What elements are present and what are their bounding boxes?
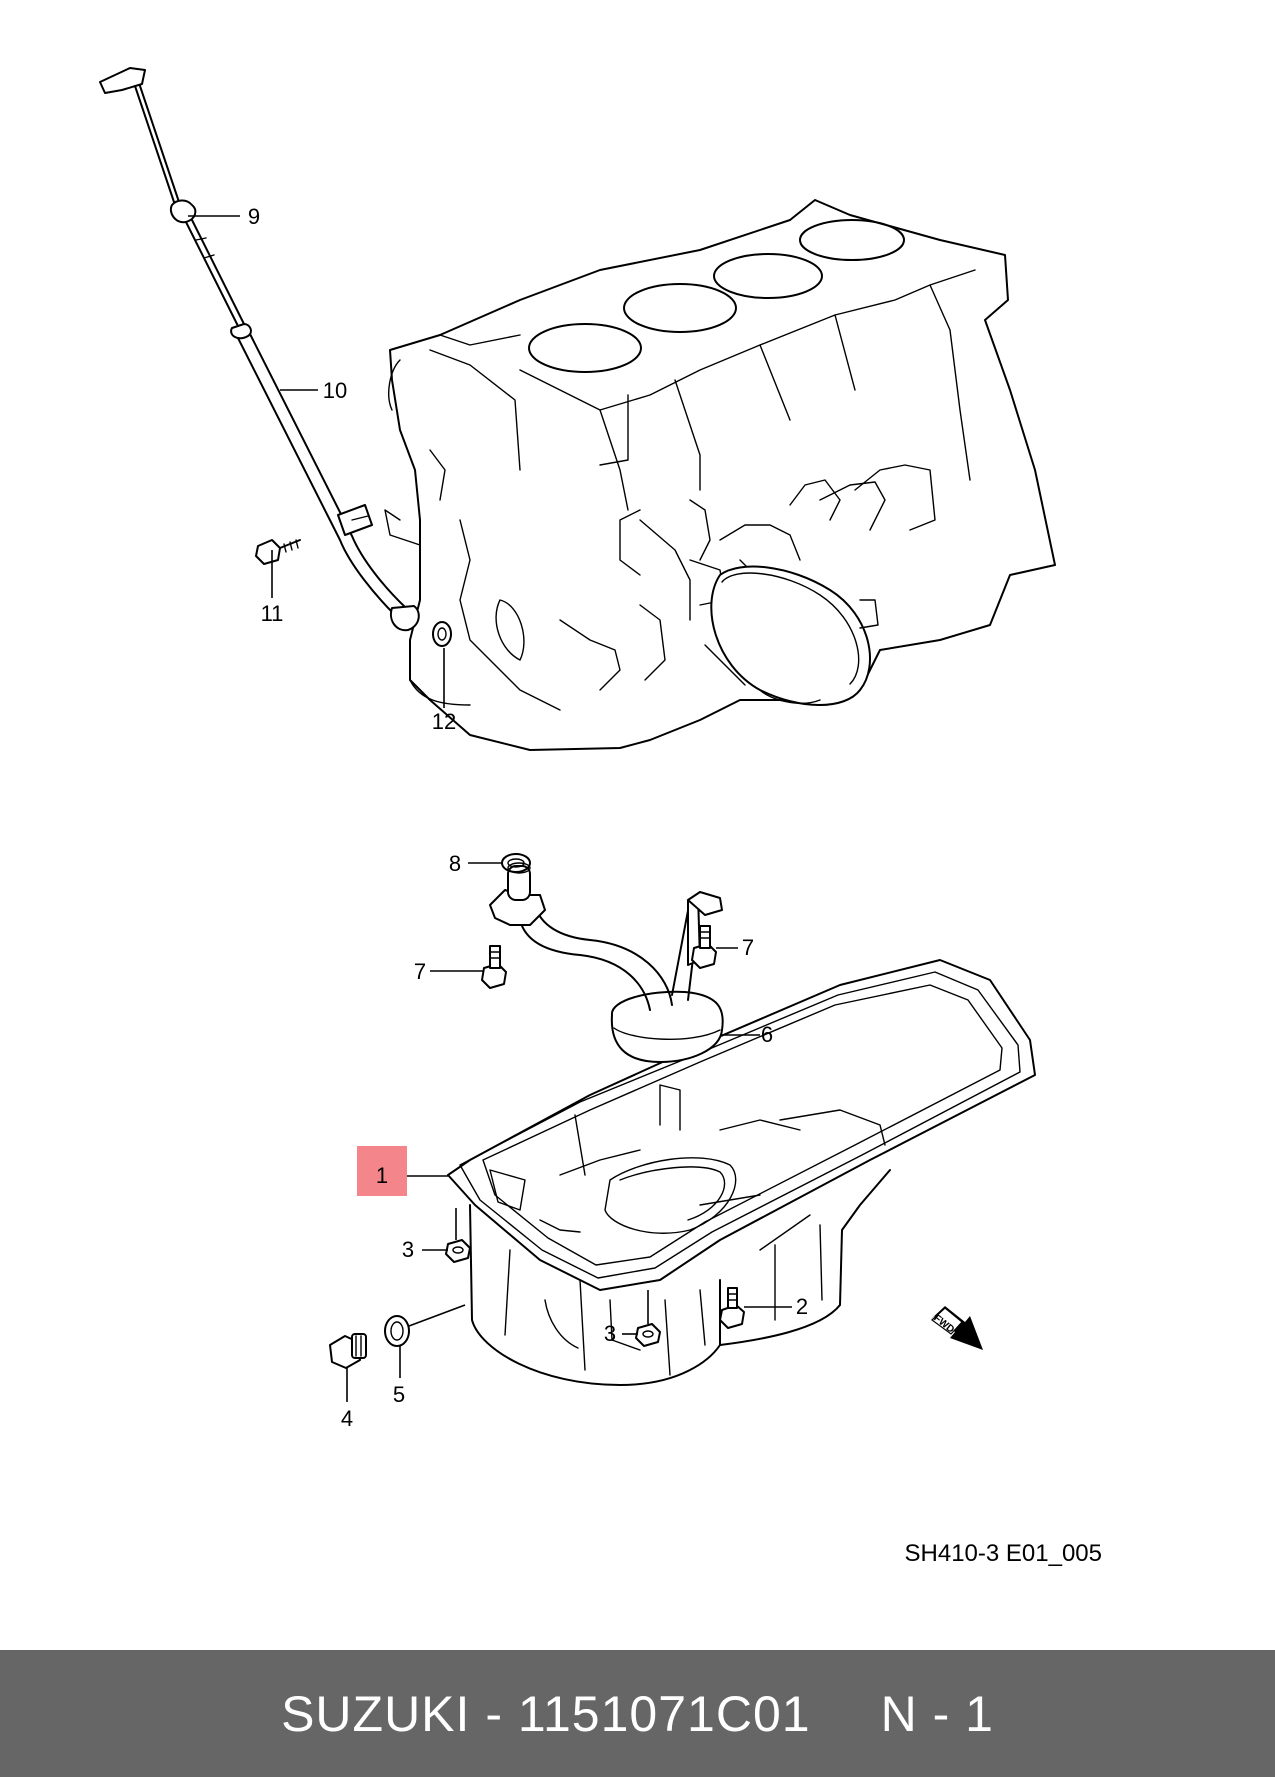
callout-4: 4: [341, 1406, 353, 1431]
callout-12: 12: [432, 709, 456, 734]
bolt-2: [719, 1287, 745, 1329]
bolt-11: [255, 539, 301, 565]
callout-1: 1: [376, 1163, 388, 1188]
callout-7-right: 7: [742, 935, 754, 960]
leader-lines: [188, 215, 792, 1402]
drain-plug-4: [329, 1333, 367, 1369]
nut-3-lower: [635, 1323, 661, 1347]
callout-8: 8: [449, 851, 461, 876]
gasket-5: [384, 1315, 410, 1347]
part-number: 1151071C01: [517, 1685, 811, 1742]
fwd-arrow-icon: FWD: [930, 1306, 983, 1350]
engine-block: [384, 199, 1056, 751]
callout-11: 11: [261, 601, 284, 626]
footer-separator: -: [485, 1685, 503, 1742]
callout-5: 5: [393, 1382, 405, 1407]
oil-strainer: [489, 862, 724, 1063]
parts-diagram: FWD 1 2 3 3 4 5 6 7 7 8 9 10 11: [99, 67, 1102, 1567]
callout-3-upper: 3: [402, 1237, 414, 1262]
washer-12: [432, 621, 452, 647]
bolt-7-right: [691, 925, 717, 969]
footer-bar: SUZUKI - 1151071C01 N - 1: [0, 1650, 1275, 1777]
bolt-7-left: [481, 945, 507, 989]
callout-6: 6: [761, 1022, 773, 1047]
callout-10: 10: [323, 378, 347, 403]
position-label: N - 1: [880, 1685, 994, 1742]
drawing-code: SH410-3 E01_005: [905, 1540, 1102, 1567]
highlight-box: [357, 1146, 407, 1196]
callout-labels: 1 2 3 3 4 5 6 7 7 8 9 10 11 12: [248, 204, 808, 1431]
callout-7-left: 7: [414, 959, 426, 984]
callout-2: 2: [796, 1294, 808, 1319]
callout-9: 9: [248, 204, 260, 229]
callout-3-lower: 3: [604, 1321, 616, 1346]
nut-3-upper: [445, 1239, 471, 1263]
brand-name: SUZUKI: [281, 1685, 471, 1742]
dipstick-assembly: [99, 67, 420, 632]
